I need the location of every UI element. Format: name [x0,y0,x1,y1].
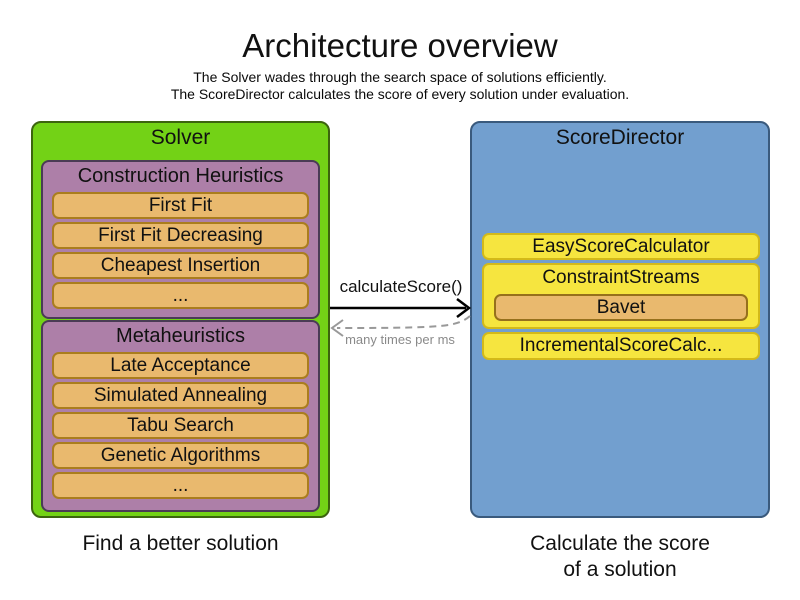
constraint-streams-label: ConstraintStreams [542,267,700,288]
construction-heuristics-label: Construction Heuristics [77,165,284,187]
metaheuristics-label: Metaheuristics [116,325,245,347]
subtitle-line-1: The Solver wades through the search spac… [193,69,607,85]
score-director-box: ScoreDirector EasyScoreCalculator Constr… [470,121,770,518]
solid-call-arrow [330,298,472,318]
metaheuristics-items: Late Acceptance Simulated Annealing Tabu… [43,350,318,499]
calculate-score-arrows [330,298,472,337]
item-tabu-search: Tabu Search [52,412,309,439]
construction-heuristics-items: First Fit First Fit Decreasing Cheapest … [43,190,318,309]
dashed-return-arrow [330,315,471,337]
score-director-title: ScoreDirector [555,126,685,149]
item-ch-ellipsis: ... [52,282,309,309]
item-late-acceptance: Late Acceptance [52,352,309,379]
item-simulated-annealing: Simulated Annealing [52,382,309,409]
subtitle-line-2: The ScoreDirector calculates the score o… [170,86,630,102]
page-title: Architecture overview [242,27,558,64]
frequency-label: many times per ms [345,332,455,347]
calculator-incremental-score: IncrementalScoreCalc... [482,332,760,360]
score-director-caption-line1: Calculate the score [530,532,710,555]
calculate-score-label: calculateScore() [339,277,463,296]
section-metaheuristics: Metaheuristics Late Acceptance Simulated… [41,320,320,512]
item-cheapest-insertion: Cheapest Insertion [52,252,309,279]
solver-caption: Find a better solution [82,532,279,555]
item-first-fit-decreasing: First Fit Decreasing [52,222,309,249]
section-construction-heuristics: Construction Heuristics First Fit First … [41,160,320,319]
score-director-caption: Calculate the score of a solution [470,531,770,583]
bavet-box: Bavet [494,294,748,321]
solver-title: Solver [150,126,211,149]
item-first-fit: First Fit [52,192,309,219]
score-director-caption-line2: of a solution [563,558,677,581]
calculator-constraint-streams: ConstraintStreams Bavet [482,263,760,329]
item-mh-ellipsis: ... [52,472,309,499]
item-genetic-algorithms: Genetic Algorithms [52,442,309,469]
solver-box: Solver Construction Heuristics First Fit… [31,121,330,518]
calculator-easy-score: EasyScoreCalculator [482,233,760,260]
